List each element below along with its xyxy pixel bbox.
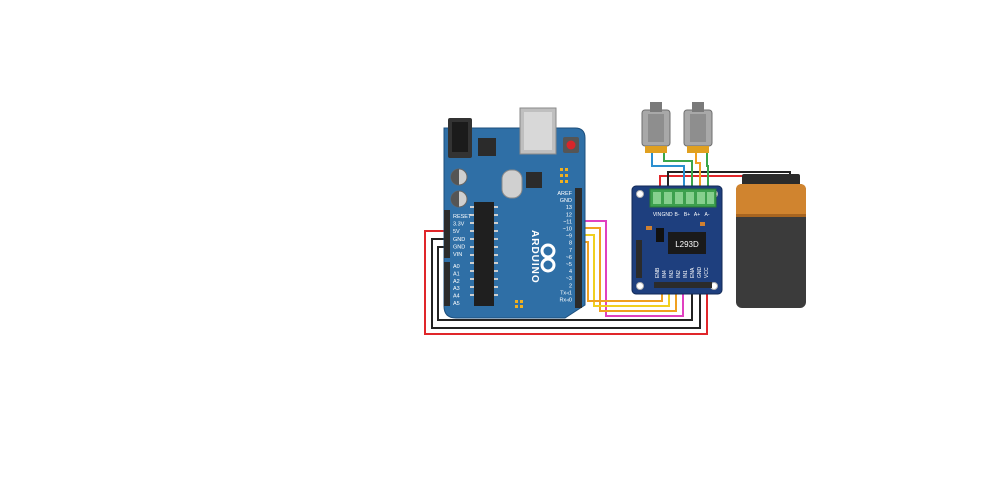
power-pin-label-3: GND xyxy=(453,237,465,243)
digital-header xyxy=(575,188,582,308)
power-pin-label-4: GND xyxy=(453,244,465,250)
analog-pin-label-1: A1 xyxy=(453,271,460,277)
digital-pin-label-0: AREF xyxy=(557,191,572,197)
icsp-header xyxy=(515,300,523,308)
digital-pin-label-2: 13 xyxy=(566,205,572,211)
analog-pin-label-0: A0 xyxy=(453,264,460,270)
terminal-label-1: GND xyxy=(661,212,673,218)
digital-pin-label-10: ~5 xyxy=(566,262,572,268)
digital-pin-label-7: 8 xyxy=(569,241,572,247)
digital-pin-label-14: Tx◃1 xyxy=(560,290,572,296)
battery-9v xyxy=(736,174,806,308)
wire-gnd-to-gnd xyxy=(431,238,701,329)
driver-bottom-header xyxy=(654,282,712,288)
wire-pin10-to-in xyxy=(572,227,677,312)
atmega-chip xyxy=(474,202,494,306)
wire-motor2-b xyxy=(706,153,709,189)
analog-pin-label-3: A3 xyxy=(453,286,460,292)
power-pin-label-5: VIN xyxy=(453,252,462,258)
wire-5v-to-vcc xyxy=(424,230,708,335)
driver-pin-label-3: IN2 xyxy=(676,270,682,278)
digital-pin-label-8: 7 xyxy=(569,248,572,254)
voltage-regulator xyxy=(478,138,496,156)
motor-1 xyxy=(641,102,671,153)
driver-pin-label-6: GND xyxy=(697,267,703,279)
terminal-label-3: B+ xyxy=(684,212,690,218)
analog-header xyxy=(444,262,450,306)
driver-pin-label-2: IN3 xyxy=(669,270,675,278)
wire-pin11-to-in xyxy=(572,220,684,317)
arduino-logo xyxy=(540,243,556,273)
analog-pin-label-5: A5 xyxy=(453,301,460,307)
power-pin-label-2: 5V xyxy=(453,229,460,235)
power-header xyxy=(444,210,450,258)
wires xyxy=(424,153,791,335)
wire-battery-red xyxy=(659,175,782,189)
wire-pin9-to-in xyxy=(572,234,670,307)
usb-chip xyxy=(526,172,542,188)
l293d-chip xyxy=(668,232,706,254)
digital-pin-label-15: Rx◃0 xyxy=(559,298,572,304)
battery-top xyxy=(736,184,806,216)
chip-label: L293D xyxy=(675,240,699,249)
digital-pin-label-3: 12 xyxy=(566,212,572,218)
wire-motor2-a xyxy=(695,153,701,189)
digital-pin-label-9: ~6 xyxy=(566,255,572,261)
terminal-screws xyxy=(653,192,714,204)
digital-pin-label-1: GND xyxy=(560,198,572,204)
power-pin-label-1: 3.3V xyxy=(453,222,465,228)
wire-motor1-b xyxy=(663,153,693,189)
digital-pin-label-13: 2 xyxy=(569,283,572,289)
terminal-label-4: A+ xyxy=(694,212,700,218)
wire-motor1-a xyxy=(651,153,685,189)
digital-pin-label-4: ~11 xyxy=(563,219,572,225)
motor-2 xyxy=(683,102,713,153)
icsp-header-top xyxy=(560,168,568,183)
arduino-brand: ARDUINO xyxy=(529,230,540,284)
driver-pin-label-4: IN1 xyxy=(683,270,689,278)
terminal-label-2: B- xyxy=(675,212,680,218)
chip-pins xyxy=(470,206,498,296)
driver-pin-label-1: IN4 xyxy=(662,270,668,278)
wire-gnd2 xyxy=(437,246,693,321)
digital-pin-label-5: ~10 xyxy=(563,227,572,233)
analog-pin-label-2: A2 xyxy=(453,279,460,285)
driver-pin-label-7: VCC xyxy=(704,267,710,278)
digital-pin-label-11: 4 xyxy=(569,269,572,275)
power-pin-label-0: RESET xyxy=(453,214,472,220)
battery-clip xyxy=(742,174,800,186)
crystal xyxy=(501,169,523,199)
driver-side-header xyxy=(636,240,642,278)
driver-pin-label-5: ENA xyxy=(690,267,696,278)
digital-pin-label-12: ~3 xyxy=(566,276,572,282)
terminal-label-0: VIN xyxy=(653,212,662,218)
terminal-label-5: A- xyxy=(705,212,710,218)
driver-pin-label-0: ENB xyxy=(655,267,661,278)
analog-pin-label-4: A4 xyxy=(453,294,460,300)
digital-pin-label-6: ~9 xyxy=(566,234,572,240)
